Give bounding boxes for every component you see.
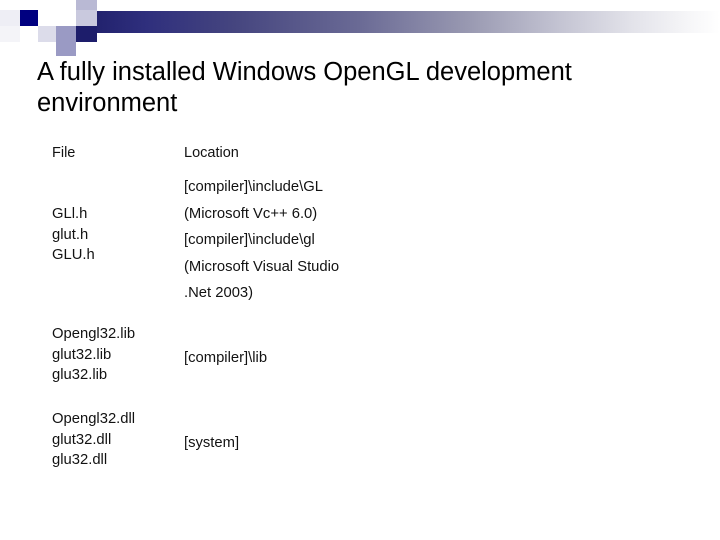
table-row-locations-1: [compiler]\include\GL (Microsoft Vc++ 6.0… <box>184 174 339 307</box>
file-name: GLl.h <box>52 206 88 222</box>
decorative-square <box>56 10 76 26</box>
decorative-square <box>0 26 20 42</box>
column-header-file: File <box>52 145 76 161</box>
decorative-square <box>76 26 97 42</box>
location-path: .Net 2003) <box>184 285 254 301</box>
file-name: glut32.lib <box>52 346 112 363</box>
file-name: glut32.dll <box>52 431 112 448</box>
table-row-files-3: Opengl32.dll glut32.dll glu32.dll <box>52 409 135 471</box>
decorative-square <box>0 10 20 26</box>
table-row-files-2: Opengl32.lib glut32.lib glu32.lib <box>52 324 135 386</box>
location-path: [compiler]\include\gl <box>184 232 315 248</box>
table-row-locations-2: [compiler]\lib <box>184 345 267 372</box>
location-path: [compiler]\include\GL <box>184 179 323 195</box>
decorative-square <box>20 10 38 26</box>
decorative-square <box>20 26 38 42</box>
decorative-square <box>38 0 56 10</box>
file-name: GLU.h <box>52 247 95 263</box>
decorative-square <box>56 42 76 56</box>
file-name: Opengl32.lib <box>52 326 136 342</box>
header-gradient-bar <box>97 11 720 33</box>
file-name: glu32.dll <box>52 452 108 468</box>
location-path: (Microsoft Visual Studio <box>184 258 340 275</box>
header-decoration <box>0 0 720 56</box>
file-name: glu32.lib <box>52 367 108 383</box>
decorative-square <box>76 10 97 26</box>
decorative-square <box>38 26 56 42</box>
table-row-locations-3: [system] <box>184 430 239 457</box>
location-path: (Microsoft Vc++ 6.0) <box>184 205 318 222</box>
file-name: Opengl32.dll <box>52 411 136 427</box>
file-name: glut.h <box>52 226 89 243</box>
location-path: [compiler]\lib <box>184 350 268 366</box>
decorative-square <box>56 26 76 42</box>
location-path: [system] <box>184 435 240 451</box>
decorative-square <box>76 0 97 10</box>
decorative-square <box>38 42 56 56</box>
page-title: A fully installed Windows OpenGL develop… <box>37 58 579 117</box>
column-header-location: Location <box>184 145 239 161</box>
